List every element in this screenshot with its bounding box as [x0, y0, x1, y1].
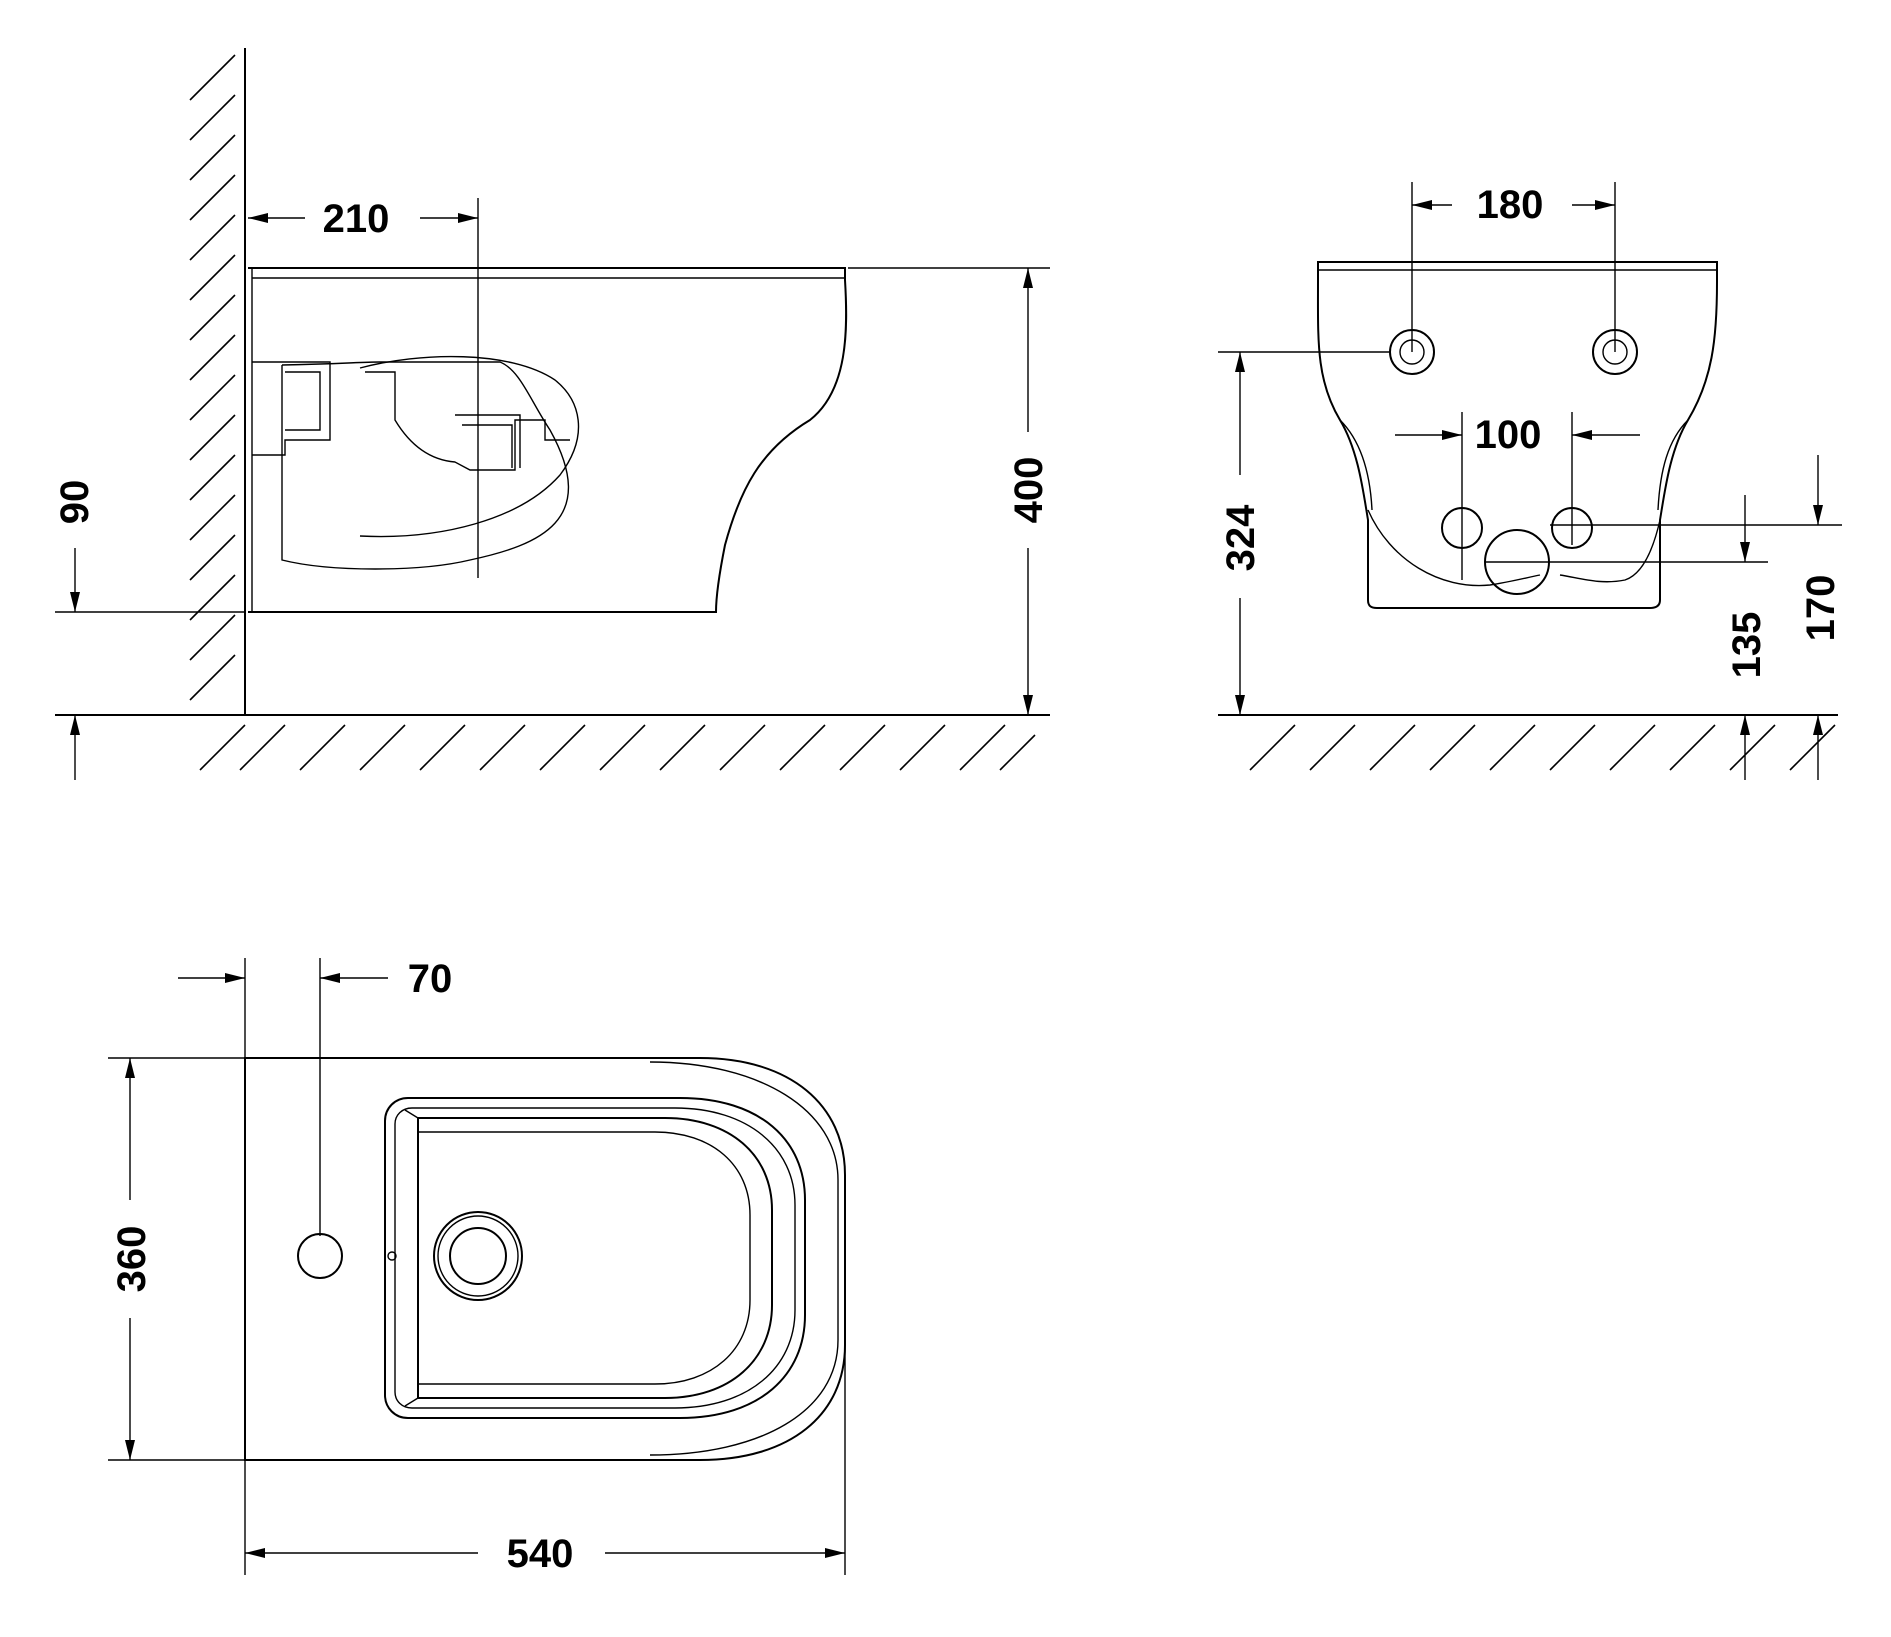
dim-210-label: 210 — [323, 197, 390, 241]
dim-70-label: 70 — [408, 957, 453, 1001]
top-drain-inner — [449, 1227, 507, 1285]
top-basin-inner — [417, 1117, 773, 1399]
top-basin-outer — [384, 1097, 806, 1419]
dim-135-label: 135 — [1725, 612, 1769, 679]
front-floor-hatch — [1249, 724, 1836, 771]
side-bowl-cavity — [281, 361, 570, 570]
top-basin-corner-bl — [404, 1397, 419, 1407]
front-bowl-curve — [1367, 509, 1661, 587]
top-drain-outer — [433, 1211, 523, 1301]
dim-100-label: 100 — [1475, 413, 1542, 457]
top-body-inner-rim — [649, 1061, 839, 1456]
top-overflow-hole — [387, 1251, 397, 1261]
front-body-outline — [1316, 261, 1718, 609]
dim-360-label: 360 — [110, 1226, 154, 1293]
side-body-outline — [248, 267, 848, 613]
top-tap-hole — [297, 1233, 343, 1279]
dim-324-label: 324 — [1219, 504, 1263, 571]
top-drain-ring — [437, 1215, 519, 1297]
dim-180-label: 180 — [1477, 183, 1544, 227]
top-view: 70 360 540 — [108, 957, 846, 1576]
dim-400-label: 400 — [1007, 457, 1051, 524]
top-basin-outer-2 — [394, 1107, 796, 1409]
dim-540-label: 540 — [507, 1532, 574, 1576]
side-drain — [365, 371, 570, 471]
front-view: 180 100 324 170 135 — [1218, 182, 1843, 780]
top-basin-inner-2 — [418, 1131, 751, 1385]
side-bracket-2 — [285, 371, 321, 431]
front-side-curve-left — [1339, 419, 1373, 511]
top-basin-corner-tl — [404, 1109, 419, 1119]
side-bowl-inner — [359, 355, 580, 538]
floor-hatch — [199, 724, 1036, 771]
side-bracket — [252, 361, 331, 456]
dim-90-label: 90 — [53, 480, 97, 525]
side-view: 210 400 90 — [53, 48, 1051, 780]
wall-hatch — [189, 54, 236, 701]
side-drain-inner — [455, 414, 521, 468]
front-side-curve-right — [1657, 419, 1689, 511]
dim-170-label: 170 — [1799, 575, 1843, 642]
